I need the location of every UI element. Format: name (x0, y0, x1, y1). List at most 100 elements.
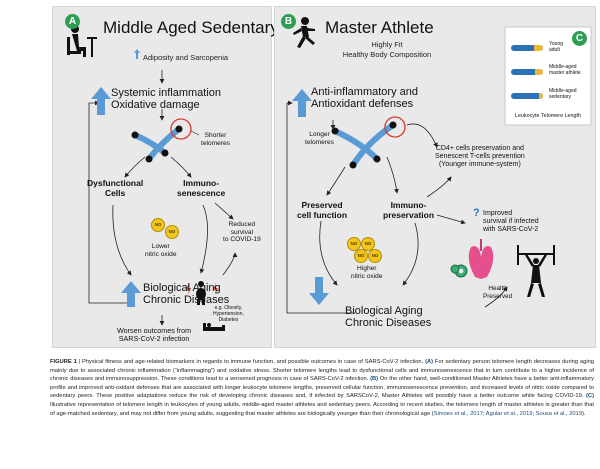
legend-row-sedentary: Middle-aged sedentary (511, 87, 591, 105)
nitric-oxide-coin-icon: NO (361, 237, 375, 251)
weightlifter-icon (517, 245, 555, 297)
aging-line1: Biological Aging (143, 282, 221, 294)
inflammation-line1: Systemic inflammation (111, 87, 222, 99)
biological-aging-label: Biological Aging Chronic Diseases (143, 282, 229, 306)
nitric-oxide-coin-icon: NO (368, 249, 382, 263)
caption-b-text: On the other hand, well-conditioned Mast… (50, 376, 595, 400)
sedentary-person-icon (67, 25, 97, 57)
health-preserved-label: Health Preserved (483, 285, 512, 300)
citation-separator: ; (482, 410, 486, 417)
preserved-line2: cell function (297, 209, 348, 220)
citation-link[interactable]: Aguiar et al., 2019 (485, 410, 533, 417)
nitric-oxide-coin-icon: NO (354, 249, 368, 263)
telomere-highlight-icon (384, 116, 406, 138)
immunosenescence-label: Immuno- senescence (177, 178, 226, 198)
reduced-line2: survival (230, 228, 254, 236)
panel-b-badge: B (281, 14, 296, 29)
dysfunctional-line2: Cells (104, 187, 126, 198)
worsen-outcomes-label: Worsen outcomes from SARS-CoV-2 infectio… (117, 326, 192, 344)
immuno-line1: Immuno- (390, 200, 427, 210)
aging-line2: Chronic Diseases (345, 317, 432, 329)
telomere-bar-icon (511, 45, 543, 51)
caption-end: ). (582, 410, 586, 417)
anti-line2: Antioxidant defenses (311, 98, 414, 110)
small-up-arrow-icon (134, 49, 140, 59)
preserved-line1: Preserved (301, 200, 343, 210)
citation-link[interactable]: Simoes et al., 2017 (433, 410, 483, 417)
improved-survival-label: Improved survival if infected with SARS-… (483, 210, 539, 235)
health-line2: Preserved (483, 292, 513, 300)
legend-label: Middle-aged sedentary (549, 88, 577, 100)
immuno-line1: Immuno- (183, 178, 220, 188)
telomere-bar-icon (511, 93, 543, 99)
legend-row-master-athlete: Middle-aged master athlete (511, 63, 591, 81)
caption-intro: | Physical fitness and age-related bioma… (76, 359, 426, 365)
lungs-icon (468, 239, 494, 279)
legend-label: Young adult (549, 41, 563, 53)
higher-nitric-oxide-label: Higher nitric oxide (351, 265, 383, 280)
worsen-line2: SARS-CoV-2 infection (118, 334, 190, 344)
legend-line2: master athlete (549, 70, 581, 76)
aging-line2: Chronic Diseases (143, 294, 230, 306)
shorter-telomeres-label: Shorter telomeres (201, 132, 230, 147)
lower-nitric-oxide-label: Lower nitric oxide (145, 243, 177, 258)
dysfunctional-cells-label: Dysfunctional Cells (87, 178, 143, 198)
panel-c-footer: Leukocyte Telomere Length (514, 113, 582, 119)
reduced-line1: Reduced (228, 221, 256, 228)
inflammation-label: Systemic inflammation Oxidative damage (111, 87, 221, 111)
citation-link[interactable]: Sousa et al., 2019 (535, 410, 583, 417)
figure-caption: FIGURE 1 | Physical fitness and age-rela… (50, 358, 594, 418)
panel-b-subtitle-1: Highly Fit (371, 40, 403, 49)
inflammation-line2: Oxidative damage (111, 99, 200, 111)
eg-line1: e.g. Obesity, (214, 305, 243, 311)
question-mark: ? (473, 207, 480, 219)
legend-line1: Middle-aged (549, 88, 577, 94)
lower-line2: nitric oxide (145, 250, 177, 258)
caption-a-text: For sedentary person telomere length dec… (50, 359, 594, 383)
chromosome-icon (131, 125, 183, 163)
panel-b-title: Master Athlete (325, 18, 434, 37)
eg-line3: Diabetes (218, 317, 239, 323)
legend-line1: Middle-aged (549, 64, 577, 70)
worsen-line1: Worsen outcomes from (117, 326, 192, 335)
increase-arrow-icon (91, 87, 111, 115)
nitric-oxide-coin-icon: NO (151, 218, 165, 232)
caption-b-label: (B) (370, 376, 379, 383)
legend-label: Middle-aged master athlete (549, 64, 581, 76)
reduced-survival-label: Reduced survival to COVID-19 (223, 221, 261, 244)
panel-a-badge: A (65, 14, 80, 29)
aging-line1: Biological Aging (345, 305, 423, 317)
runner-icon (293, 17, 315, 48)
anti-line1: Anti-inflammatory and (311, 86, 418, 98)
immuno-line2: senescence (177, 187, 226, 198)
antiinflammatory-label: Anti-inflammatory and Antioxidant defens… (311, 86, 418, 110)
shorter-word: Shorter (204, 132, 227, 139)
virus-icon (450, 264, 468, 278)
caption-c-text: Illustrative representation of telomere … (50, 401, 594, 417)
cd4-line3: (Younger immune-system) (438, 161, 521, 169)
legend-row-young: Young adult (511, 39, 591, 57)
telomeres-word: telomeres (201, 139, 230, 147)
biological-aging-label: Biological Aging Chronic Diseases (345, 305, 431, 329)
panel-b-subtitle-2: Healthy Body Composition (342, 50, 432, 59)
telomere-highlight-icon (170, 118, 192, 140)
improved-line2: survival if infected (483, 218, 539, 226)
higher-line1: Higher (357, 265, 377, 272)
panel-a: A Middle Aged Sedentary Adiposity and Sa… (52, 6, 279, 348)
legend-line2: adult (549, 47, 560, 53)
comorbidities-label: e.g. Obesity, Hypertension, Diabetes (213, 305, 244, 323)
immunopreservation-label: Immuno- preservation (383, 200, 434, 220)
preserved-cell-function-label: Preserved cell function (297, 200, 348, 220)
higher-line2: nitric oxide (351, 272, 383, 280)
telomere-bar-icon (511, 69, 543, 75)
panel-a-subtitle: Adiposity and Sarcopenia (143, 53, 229, 62)
increase-arrow-icon (292, 89, 312, 117)
cd4-line1: CD4+ cells preservation and (435, 145, 524, 152)
cd4-preservation-label: CD4+ cells preservation and Senescent T-… (435, 145, 525, 170)
hospital-bed-icon (203, 323, 225, 331)
cd4-line2: Senescent T-cells prevention (435, 153, 525, 161)
panel-a-title: Middle Aged Sedentary (103, 18, 279, 37)
legend-line1: Young (549, 41, 563, 47)
telomeres-word: telomeres (305, 138, 334, 146)
legend-line2: sedentary (549, 94, 571, 100)
